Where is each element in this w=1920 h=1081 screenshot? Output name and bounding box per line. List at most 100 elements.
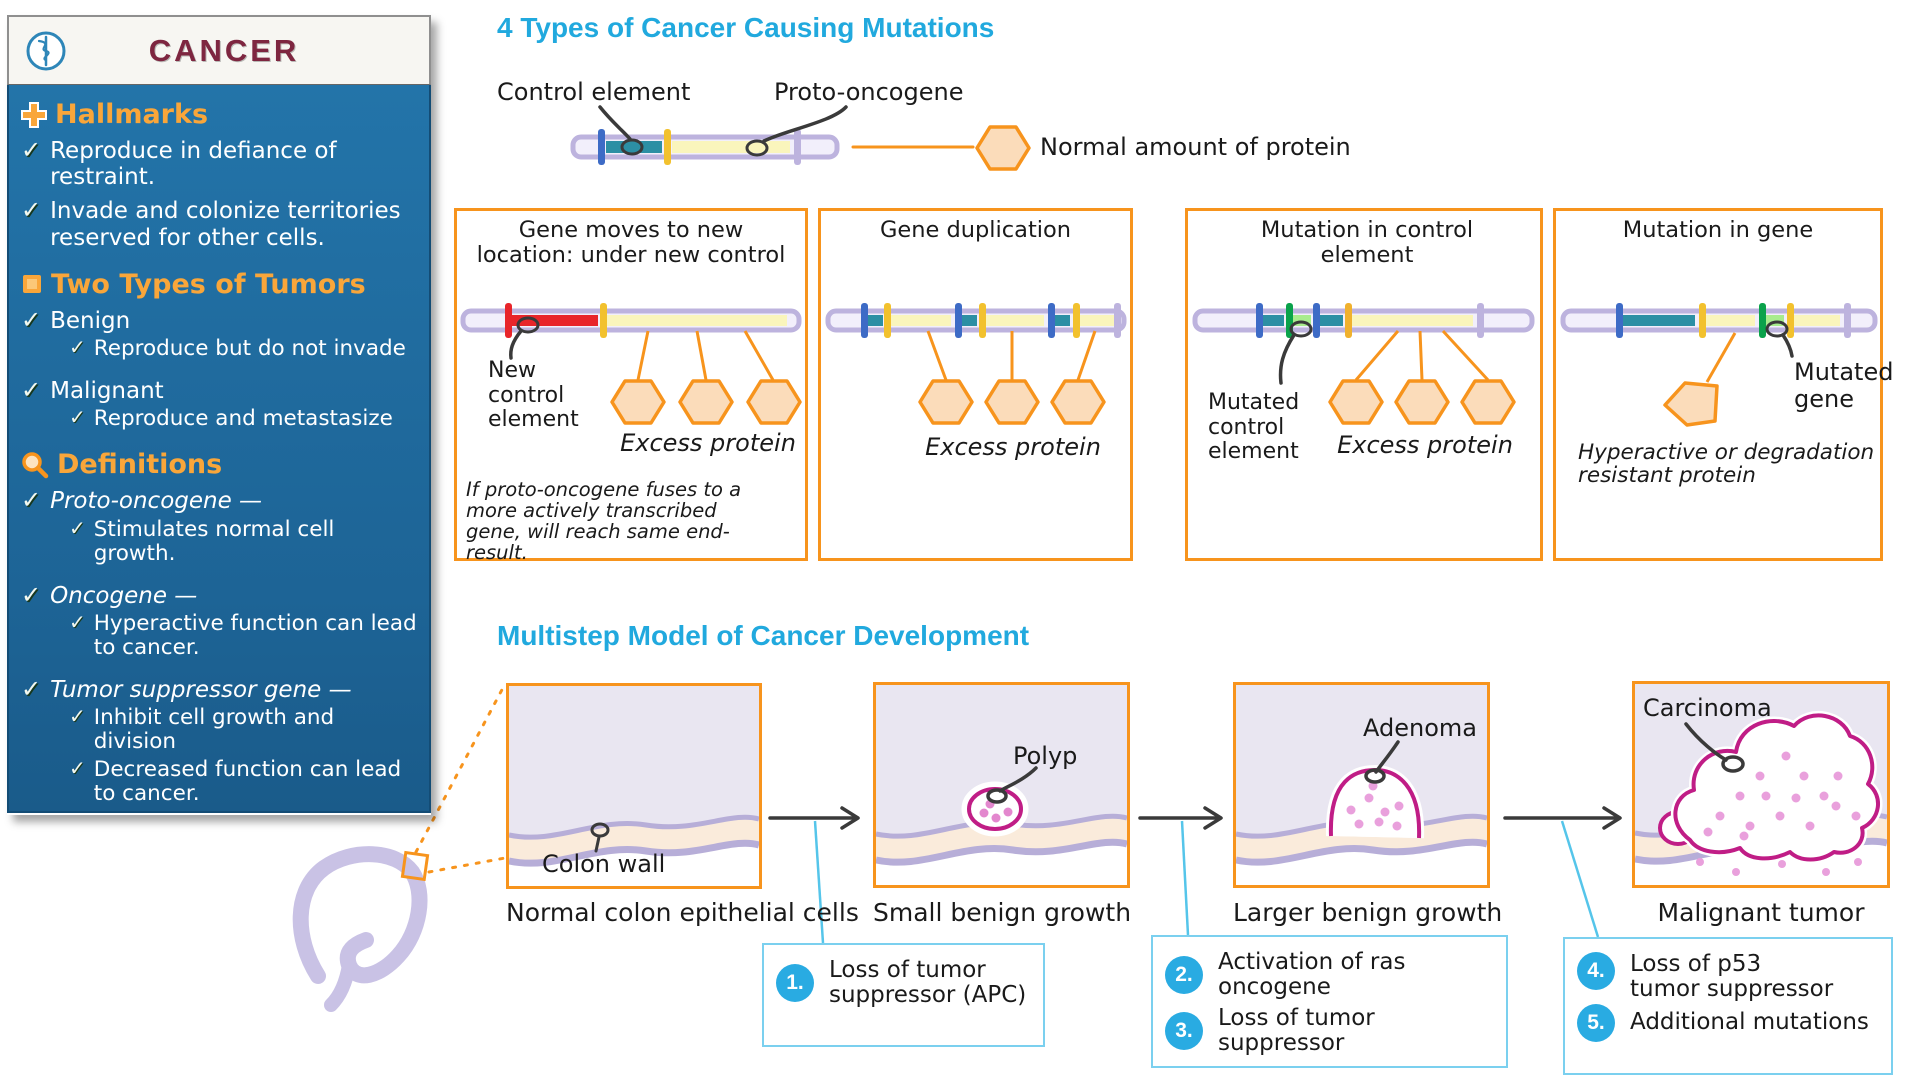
list-item-text: Malignant xyxy=(50,377,164,404)
list-subitem: ✓ Hyperactive function can lead to cance… xyxy=(69,609,417,661)
mutation-box-control-mutation: Mutation in control element Mutated cont… xyxy=(1185,208,1543,561)
mutation-box-relocation: Gene moves to new location: under new co… xyxy=(454,208,808,565)
excess-protein-label: Excess protein xyxy=(1337,431,1513,459)
panel-caption: Normal colon epithelial cells xyxy=(506,898,859,927)
colon-wall-label: Colon wall xyxy=(542,850,666,878)
list-item-text: Proto-oncogene — xyxy=(50,488,263,515)
mutation-box-duplication: Gene duplication Excess protein xyxy=(818,208,1133,561)
gene-bar-duplicated xyxy=(825,303,1127,425)
adenoma-label: Adenoma xyxy=(1363,714,1477,742)
step-number-badge: 4. xyxy=(1577,952,1615,990)
list-subitem: ✓ Reproduce and metastasize xyxy=(69,405,417,432)
step-connector-lines xyxy=(813,820,1600,944)
carcinoma-shape xyxy=(1658,711,1883,876)
mutation-box-title: Mutation in control element xyxy=(1260,217,1474,268)
excess-protein-hexagons-1 xyxy=(610,379,802,425)
gene-bar-mutated-control xyxy=(1192,303,1535,425)
list-item-text: Decreased function can lead to cancer. xyxy=(93,756,402,807)
section-heading-label: Two Types of Tumors xyxy=(51,268,366,300)
control-element-label: Control element xyxy=(497,78,691,106)
panel-caption: Larger benign growth xyxy=(1233,898,1503,927)
step-row: 5. Additional mutations xyxy=(1577,1003,1879,1042)
list-item-text: Benign xyxy=(50,307,131,334)
list-item-text: Inhibit cell growth and division xyxy=(93,704,335,755)
adenoma-shape xyxy=(1325,740,1425,839)
polyp-label: Polyp xyxy=(1013,742,1078,770)
panel-interior-3 xyxy=(1235,685,1488,866)
list-subitem: ✓ Decreased function can lead to cancer. xyxy=(69,756,417,807)
excess-protein-hexagons-2 xyxy=(918,379,1106,425)
list-item-text: Invade and colonize territories reserved… xyxy=(50,198,401,251)
step-number-badge: 1. xyxy=(776,964,814,1003)
check-icon: ✓ xyxy=(69,335,86,360)
mutated-gene-label: Mutated gene xyxy=(1794,358,1894,413)
step-text: Loss of tumor suppressor (APC) xyxy=(829,957,1027,1009)
carcinoma-label: Carcinoma xyxy=(1643,694,1772,722)
panel-caption: Small benign growth xyxy=(873,898,1132,927)
list-item-text: Tumor suppressor gene — xyxy=(50,676,352,703)
step-row: 2. Activation of ras oncogene xyxy=(1165,949,1494,1001)
mutated-control-element-label: Mutated control element xyxy=(1208,390,1300,465)
panel-malignant-tumor xyxy=(1632,681,1890,888)
excess-protein-label: Excess protein xyxy=(925,433,1101,461)
excess-protein-label: Excess protein xyxy=(620,429,796,457)
step-box-2-3: 2. Activation of ras oncogene 3. Loss of… xyxy=(1151,935,1508,1068)
panel-interior-1 xyxy=(508,686,760,867)
list-item-text: Hyperactive function can lead to cancer. xyxy=(93,610,417,661)
section-heading-definitions: Definitions xyxy=(21,449,417,480)
colon-illustration xyxy=(292,846,428,1012)
section-heading-label: Hallmarks xyxy=(55,99,209,130)
check-icon: ✓ xyxy=(21,305,42,334)
section-heading-hallmarks: Hallmarks xyxy=(21,99,417,130)
check-icon: ✓ xyxy=(69,703,86,728)
mutation-box-title: Gene duplication xyxy=(879,217,1072,243)
zoom-dashed-lines xyxy=(414,682,507,874)
list-item-text: Reproduce in defiance of restraint. xyxy=(50,138,337,191)
list-item-text: Oncogene — xyxy=(50,582,198,609)
abnormal-protein-shape xyxy=(1663,381,1719,427)
step-text: Additional mutations xyxy=(1630,1008,1869,1035)
list-subitem: ✓ Reproduce but do not invade xyxy=(69,337,417,362)
gene-bar-normal xyxy=(570,105,848,165)
normal-protein-callout xyxy=(851,125,1031,171)
excess-protein-hexagons-3 xyxy=(1328,379,1516,425)
list-item: ✓ Benign xyxy=(21,308,417,334)
panel-interior-2 xyxy=(875,685,1128,866)
colon-wall-pointer xyxy=(590,822,610,853)
list-item: ✓ Reproduce in defiance of restraint. xyxy=(21,138,417,190)
check-icon: ✓ xyxy=(21,486,42,515)
check-icon: ✓ xyxy=(69,609,86,634)
step-number-badge: 5. xyxy=(1577,1003,1615,1042)
check-icon: ✓ xyxy=(21,674,42,703)
check-icon: ✓ xyxy=(21,196,42,225)
panel-small-benign-growth xyxy=(873,682,1130,888)
list-item: ✓ Oncogene — xyxy=(21,580,417,609)
step-row: 4. Loss of p53 tumor suppressor xyxy=(1577,951,1879,1003)
polyp-shape xyxy=(961,766,1038,837)
list-item: ✓ Proto-oncogene — xyxy=(21,488,417,514)
section-heading-tumor-types: Two Types of Tumors xyxy=(21,269,417,300)
new-control-element-label: New control element xyxy=(488,358,579,433)
list-subitem: ✓ Stimulates normal cell growth. xyxy=(69,515,417,567)
list-item-text: Reproduce and metastasize xyxy=(93,405,393,431)
list-item: ✓ Malignant xyxy=(21,375,417,404)
step-box-4-5: 4. Loss of p53 tumor suppressor 5. Addit… xyxy=(1563,937,1893,1075)
list-subitem: ✓ Inhibit cell growth and division xyxy=(69,703,417,755)
sidebar-header: CANCER xyxy=(7,15,431,85)
check-icon: ✓ xyxy=(21,375,42,404)
zoom-region-square xyxy=(400,850,430,882)
step-text: Activation of ras oncogene xyxy=(1218,949,1406,1001)
step-box-1: 1. Loss of tumor suppressor (APC) xyxy=(762,943,1045,1047)
list-item-text: Reproduce but do not invade xyxy=(93,336,406,362)
magnifier-icon xyxy=(22,452,49,479)
check-icon: ✓ xyxy=(21,580,42,609)
mutation-box-gene-mutation: Mutation in gene Mutated gene Hyperactiv… xyxy=(1553,208,1893,561)
check-icon: ✓ xyxy=(69,515,86,540)
step-number-badge: 3. xyxy=(1165,1011,1203,1050)
medical-staff-icon xyxy=(26,31,66,70)
fusion-note: If proto-oncogene fuses to a more active… xyxy=(466,478,742,565)
mutation-box-title: Mutation in gene xyxy=(1622,217,1814,243)
progression-arrows xyxy=(768,806,1622,830)
